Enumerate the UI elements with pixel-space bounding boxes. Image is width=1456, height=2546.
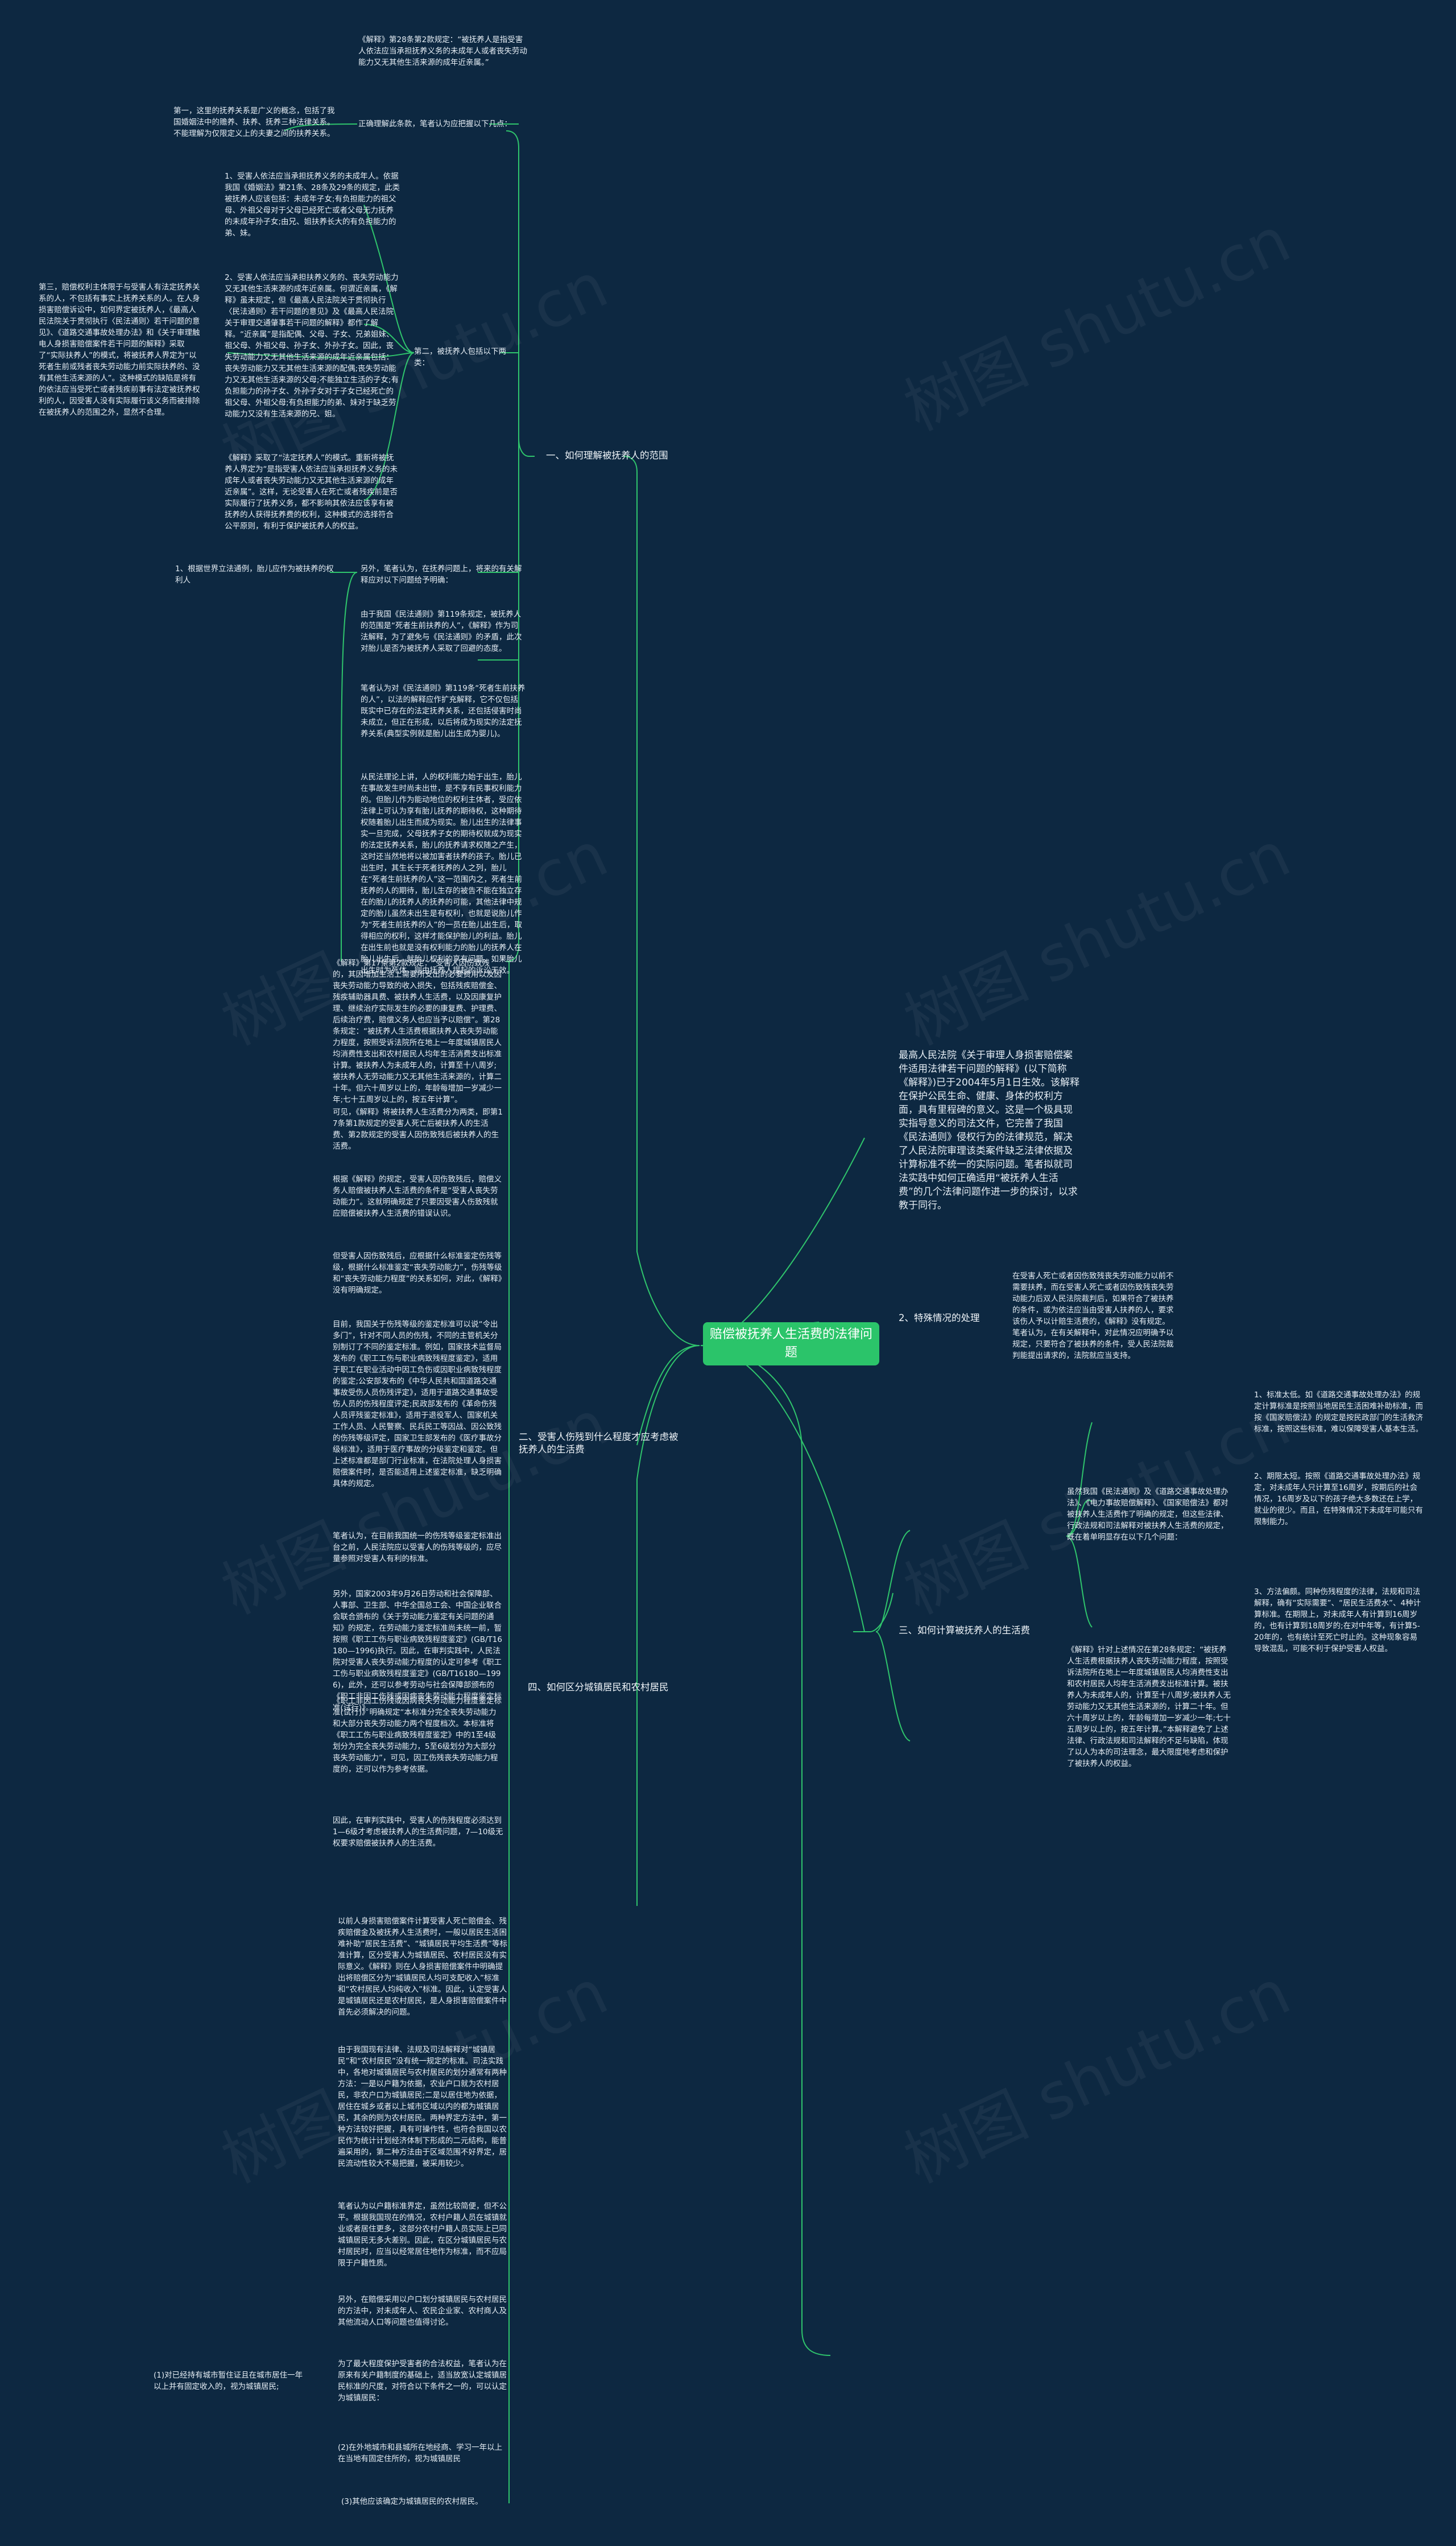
b4-grandchild-low-standard: 1、标准太低。如《道路交通事故处理办法》的规定计算标准是按照当地居民生活困难补助… xyxy=(1254,1390,1423,1434)
b2-child-condition: 根据《解释》的规定，受害人因伤致残后，赔偿义务人赔偿被扶养人生活费的条件是“受害… xyxy=(333,1175,502,1218)
b1-child-understanding: 正确理解此条款，笔者认为应把握以下几点： xyxy=(358,119,512,129)
b1-grandchild-type-2: 2、受害人依法应当承担扶养义务的、丧失劳动能力又无其他生活来源的成年近亲属。何谓… xyxy=(225,273,399,419)
summary-text: 最高人民法院《关于审理人身损害赔偿案件适用法律若干问题的解释》(以下简称《解释》… xyxy=(899,1050,1080,1211)
b4-child-problems: 虽然我国《民法通则》及《道路交通事故处理办法》、《电力事故赔偿解释》、《国家赔偿… xyxy=(1067,1487,1228,1542)
b4-grandchild-short-period: 2、期限太短。按照《道路交通事故处理办法》规定，对未成年人只计算至16周岁，按期… xyxy=(1254,1472,1423,1526)
b5-child-author-view: 笔者认为以户籍标准界定，虽然比较简便，但不公平。根据我国现在的情况，农村户籍人员… xyxy=(338,2202,507,2268)
branch-5-title[interactable]: 四、如何区分城镇居民和农村居民 xyxy=(528,1682,669,1693)
b5-child-background: 以前人身损害赔偿案件计算受害人死亡赔偿金、残疾赔偿金及被抚养人生活费时，一般以居… xyxy=(338,1917,507,2017)
b2-child-2003-notice: 另外，国家2003年9月26日劳动和社会保障部、人事部、卫生部、中华全国总工会、… xyxy=(333,1590,502,1713)
b1-child-civil-law: 由于我国《民法通则》第119条规定，被抚养人的范围是“死者生前扶养的人”，《解释… xyxy=(361,610,522,653)
b1-child-clarification: 另外，笔者认为，在抚养问题上，将来的有关解释应对以下问题给予明确： xyxy=(361,564,522,585)
b2-child-standards: 目前，我国关于伤残等级的鉴定标准可以说“令出多门”，针对不同人员的伤残，不同的主… xyxy=(333,1320,502,1488)
b2-child-non-work-standard: 《职工非因工伤残或因病丧失劳动能力程度鉴定标准(试行)》明确规定“本标准分完全丧… xyxy=(333,1697,502,1774)
b4-child-article28: 《解释》针对上述情况在第28条规定：“被抚养人生活费根据扶养人丧失劳动能力程度，… xyxy=(1067,1645,1231,1768)
b5-grandchild-criterion-1: (1)对已经持有城市暂住证且在城市居住一年以上并有固定收入的，视为城镇居民; xyxy=(154,2371,303,2391)
branch-4-title[interactable]: 三、如何计算被抚养人的生活费 xyxy=(899,1625,1030,1636)
b1-child-theory: 从民法理论上讲，人的权利能力始于出生，胎儿在事故发生时尚未出世，是不享有民事权利… xyxy=(361,773,522,975)
b5-child-methods: 由于我国现有法律、法规及司法解释对“城镇居民”和“农村居民”没有统一规定的标准。… xyxy=(338,2045,507,2168)
b2-child-favourable: 笔者认为，在目前我国统一的伤残等级鉴定标准出台之前，人民法院应以受害人的伤残等级… xyxy=(333,1532,502,1563)
branch-3-title[interactable]: 2、特殊情况的处理 xyxy=(899,1313,980,1323)
b1-grandchild-third: 第三，赔偿权利主体限于与受害人有法定抚养关系的人，不包括有事实上抚养关系的人。在… xyxy=(39,283,200,417)
b1-grandchild-type-1: 1、受害人依法应当承担抚养义务的未成年人。依据我国《婚姻法》第21条、28条及2… xyxy=(225,172,400,238)
branch-2-title[interactable]: 二、受害人伤残到什么程度才应考虑被抚养人的生活费 xyxy=(519,1431,679,1455)
b5-child-other-groups: 另外，在赔偿采用以户口划分城镇居民与农村居民的方法中，对未成年人、农民企业家、农… xyxy=(338,2295,507,2327)
b1-child-two-types: 第二，被抚养人包括以下两类： xyxy=(414,347,506,368)
b5-child-criterion-3: (3)其他应该确定为城镇居民的农村居民。 xyxy=(341,2497,483,2506)
b1-grandchild-first: 第一，这里的抚养关系是广义的概念，包括了我国婚姻法中的赡养、扶养、抚养三种法律关… xyxy=(173,106,335,138)
b2-child-conclusion: 因此，在审判实践中，受害人的伤残程度必须达到1—6级才考虑被扶养人的生活费问题，… xyxy=(333,1816,503,1848)
b5-child-criteria: 为了最大程度保护受害者的合法权益，笔者认为在原来有关户籍制度的基础上，适当放宽认… xyxy=(338,2359,507,2403)
root-topic[interactable]: 赔偿被抚养人生活费的法律问题 xyxy=(703,1322,879,1365)
b2-child-two-categories: 可见，《解释》将被扶养人生活费分为两类，即第17条第1款规定的受害人死亡后被扶养… xyxy=(333,1108,503,1151)
b4-grandchild-biased-method: 3、方法偏颇。同种伤残程度的法律，法规和司法解释，确有“实际需要”、“居民生活费… xyxy=(1254,1587,1421,1653)
b1-child-author-view: 笔者认为对《民法通则》第119条“死者生前扶养的人”，以法的解释应作扩充解释，它… xyxy=(361,684,526,738)
b2-child-article17: 《解释》第17条第2款规定：“受害人因伤致残的，其因增加生活上需要所支出的必要费… xyxy=(333,959,502,1104)
branch-1-title[interactable]: 一、如何理解被抚养人的范围 xyxy=(546,450,668,461)
b5-child-criterion-2: (2)在外地城市和县城所在地经商、学习一年以上在当地有固定住所的，视为城镇居民 xyxy=(338,2443,503,2464)
b1-grandchild-legal-model: 《解释》采取了“法定抚养人”的模式。重新将被抚养人界定为“是指受害人依法应当承担… xyxy=(225,453,398,531)
b1-child-definition: 《解释》第28条第2款规定：“被抚养人是指受害人依法应当承担抚养义务的未成年人或… xyxy=(358,35,527,67)
b1-grandchild-fetus: 1、根据世界立法通例，胎儿应作为被扶养的权利人 xyxy=(175,564,334,585)
b2-child-standard-question: 但受害人因伤致残后，应根据什么标准鉴定伤残等级，根据什么标准鉴定“丧失劳动能力”… xyxy=(333,1252,502,1295)
b3-child-special: 在受害人死亡或者因伤致残丧失劳动能力以前不需要扶养，而在受害人死亡或者因伤致残丧… xyxy=(1012,1272,1174,1360)
